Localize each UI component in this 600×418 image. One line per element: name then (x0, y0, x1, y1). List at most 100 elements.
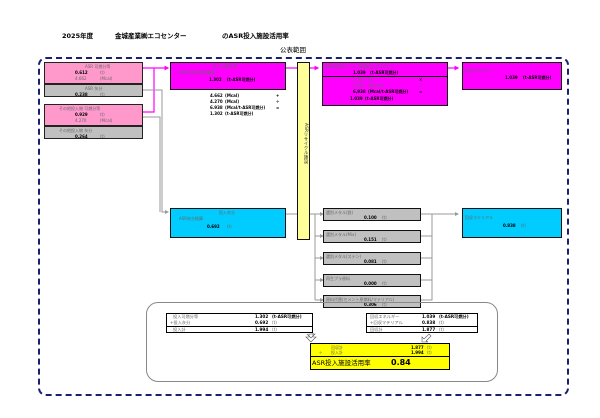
material-unit: (t) (382, 259, 387, 264)
down-left-arrow-icon (421, 333, 432, 343)
combustible-title: 投入可燃分等 (213, 64, 237, 69)
flow-line-other-ash (143, 116, 161, 212)
utilization-rate-value: 0.84 (391, 358, 411, 367)
material-title: 原料代替(セメント原燃料/マテリアル) (326, 297, 395, 302)
calc-op: + (276, 93, 280, 98)
input-total-label: 投入計 (331, 350, 343, 355)
recycling-facility-box: ASRリサイクル施設 (297, 62, 310, 240)
material-recovery-unit: (t) (521, 223, 526, 228)
facility-name: 金城産業㈱エコセンター (115, 32, 187, 40)
material-unit: (t) (382, 281, 387, 286)
material-title: 再生プラ原料 (326, 276, 350, 281)
utilization-rate-label: ASR投入施設活用率 (312, 359, 371, 367)
calc-unit: (t-ASR可燃分) (225, 111, 254, 116)
ash-input-box: 投入灰分 ASR灰分換算 0.692 (t) (170, 208, 286, 238)
calc-unit: (Mcal/t-ASR可燃分) (368, 89, 409, 94)
recovery-row-value: 1.877 (422, 327, 436, 332)
combustible-sub: ASR可燃分等換算量 (179, 70, 216, 75)
asr-combustible-value: 0.612 (75, 70, 88, 75)
calc-op: = (276, 105, 280, 110)
material-box: 再生プラ原料 0.000 (t) (323, 274, 421, 287)
calc-op: ÷ (276, 99, 280, 104)
recovery-total-label: 回収計 (331, 345, 343, 350)
calc-unit: (Mcal) (225, 93, 240, 98)
recovery-row-label: 回収エネルギー (370, 314, 400, 319)
input-row-value: 0.692 (255, 320, 269, 325)
ash-input-value: 0.692 (207, 224, 220, 229)
energy-recovery-title: 回収エネルギー (465, 68, 493, 73)
recovery-total-unit: (t) (427, 345, 432, 350)
other-ash-value: 0.264 (75, 134, 88, 139)
scope-label: 公表範囲 (278, 44, 308, 54)
material-recovery-box: 回収マテリアル 0.838 (t) (462, 208, 562, 238)
other-ash-box: その他投入物 灰分 0.264 (t) (44, 126, 143, 139)
recovery-row-value: 0.838 (422, 320, 436, 325)
calc-op: ÷ (419, 83, 423, 88)
material-recovery-value: 0.838 (503, 223, 516, 228)
other-ash-label: その他投入物 灰分 (59, 128, 93, 133)
other-combustible-label: その他投入物 可燃分等 (59, 106, 101, 111)
combustible-input-box: 投入可燃分等 ASR可燃分等換算量 1.302 (t-ASR可燃分) (170, 62, 286, 90)
input-row-value: 1.302 (255, 314, 269, 319)
other-combustible-cal: 4.270 (75, 118, 87, 123)
other-combustible-box: その他投入物 可燃分等 0.929 (t) 4.270 (Mcal) (44, 104, 143, 126)
combustible-calc: 4.662(Mcal)+ 4.270(Mcal)÷ 6.938(Mcal/t-A… (210, 93, 290, 117)
down-arrow-icon (305, 333, 317, 343)
material-title: 選別メタル(鉄) (326, 210, 354, 215)
energy-recovery-value: 1.039 (505, 75, 518, 80)
input-row-label: +投入灰分 (170, 320, 191, 325)
material-unit: (t) (382, 237, 387, 242)
scope-boundary (38, 57, 569, 396)
material-value: 0.151 (364, 237, 377, 242)
input-row-unit: (t) (272, 320, 277, 325)
recovery-row-unit: (t) (439, 320, 444, 325)
calc-unit: (Mcal/t) (368, 83, 384, 88)
calc-value: 6.938 (210, 105, 223, 110)
material-value: 0.306 (364, 302, 377, 307)
recycling-facility-label: ASRリサイクル施設 (303, 123, 308, 164)
calc-unit: (t) (368, 77, 373, 82)
material-title: 選別メタル(Mix) (326, 232, 357, 237)
asr-combustible-label: ASR 可燃分等 (85, 64, 111, 69)
utilization-rate-box: 回収計 1.877 (t) ÷ 投入計 1.994 (t) ASR投入施設活用率… (310, 343, 450, 370)
energy-recovery-unit: (t-ASR可燃分) (523, 75, 552, 80)
energy-sub-value: 1.039 (353, 70, 366, 75)
material-box: 原料代替(セメント原燃料/マテリアル) 0.306 (t) (323, 295, 421, 308)
input-row-value: 1.994 (255, 327, 269, 332)
asr-ash-unit: (t) (100, 92, 105, 97)
energy-substitution-box: 燃料代替(セメント原燃料/エネルギー) 1.039 (t-ASR可燃分) 1.2… (322, 62, 448, 106)
calc-unit: (Mcal) (225, 99, 240, 104)
recovery-total-value: 1.877 (411, 345, 424, 350)
recovery-row-unit: (t) (439, 327, 444, 332)
asr-ash-label: ASR 灰分 (85, 86, 103, 91)
input-row-label: 投入可燃分等 (173, 314, 199, 319)
recovery-row-label: +回収マテリアル (370, 320, 403, 325)
material-value: 0.081 (364, 259, 377, 264)
calc-value: 4.662 (210, 93, 223, 98)
asr-ash-box: ASR 灰分 0.238 (t) (44, 84, 143, 97)
energy-sub-unit: (t-ASR可燃分) (370, 70, 399, 75)
report-year: 2025年度 (62, 32, 94, 40)
calc-value: 6,938 (353, 89, 366, 94)
material-recovery-title: 回収マテリアル (465, 215, 493, 220)
input-row-label: 投入計 (173, 327, 186, 332)
material-unit: (t) (382, 215, 387, 220)
summary-panel (146, 302, 498, 382)
energy-recovery-box: 回収エネルギー 1.039 (t-ASR可燃分) (462, 62, 562, 90)
input-row-unit: (t) (272, 327, 277, 332)
other-combustible-value: 0.929 (75, 112, 88, 117)
material-box: 選別メタル(鉄) 0.100 (t) (323, 208, 421, 221)
material-unit: (t) (382, 302, 387, 307)
asr-combustible-unit: (t) (100, 70, 105, 75)
asr-combustible-cal: 4.662 (75, 76, 87, 81)
recovery-row-value: 1.039 (422, 314, 436, 319)
calc-unit: (t-ASR可燃分) (365, 96, 394, 101)
report-title: のASR投入施設活用率 (222, 32, 289, 40)
asr-combustible-box: ASR 可燃分等 0.612 (t) 4.662 (Mcal) (44, 62, 143, 84)
calc-op: = (419, 89, 423, 94)
input-total-unit: (t) (427, 350, 432, 355)
material-value: 0.100 (364, 215, 377, 220)
